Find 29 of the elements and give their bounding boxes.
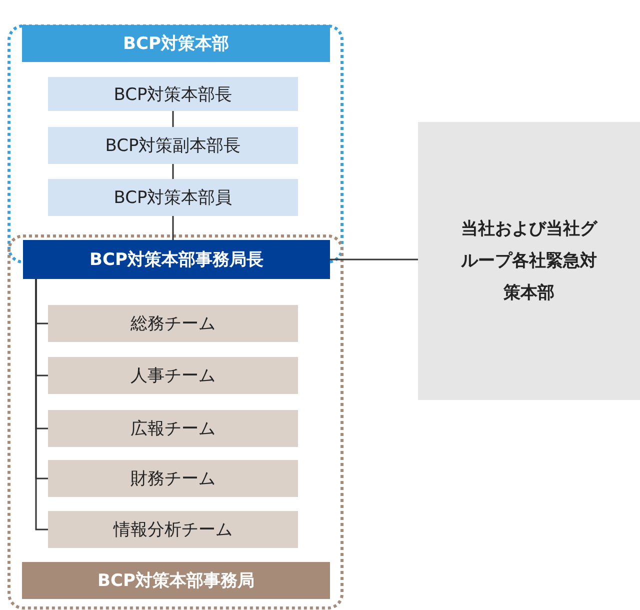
connector-line [330, 258, 418, 260]
header-bar [22, 25, 330, 62]
connector-line [172, 164, 174, 179]
team-box [48, 460, 298, 497]
label: BCP対策本部事務局 [98, 570, 254, 592]
label: BCP対策副本部長 [105, 135, 241, 157]
headquarters-box [418, 122, 640, 400]
position-box [48, 179, 298, 216]
label: BCP対策本部長 [114, 84, 232, 106]
label: 財務チーム [130, 468, 216, 490]
team-box [48, 357, 298, 394]
team-box [48, 511, 298, 548]
label: BCP対策本部 [123, 33, 229, 55]
position-box [23, 240, 330, 279]
label: 総務チーム [130, 313, 216, 335]
label: 広報チーム [130, 418, 216, 440]
team-box [48, 410, 298, 447]
label: 人事チーム [130, 365, 216, 387]
footer-bar [22, 562, 330, 599]
label: 情報分析チーム [114, 519, 232, 541]
connector-line [172, 111, 174, 127]
label: BCP対策本部員 [114, 187, 232, 209]
position-box [48, 127, 298, 164]
position-box [48, 77, 298, 111]
connector-line [35, 279, 48, 530]
label: BCP対策本部事務局長 [90, 249, 264, 271]
team-box [48, 305, 298, 342]
label: 当社および当社グループ各社緊急対策本部 [460, 218, 599, 305]
connector-line [172, 216, 174, 240]
